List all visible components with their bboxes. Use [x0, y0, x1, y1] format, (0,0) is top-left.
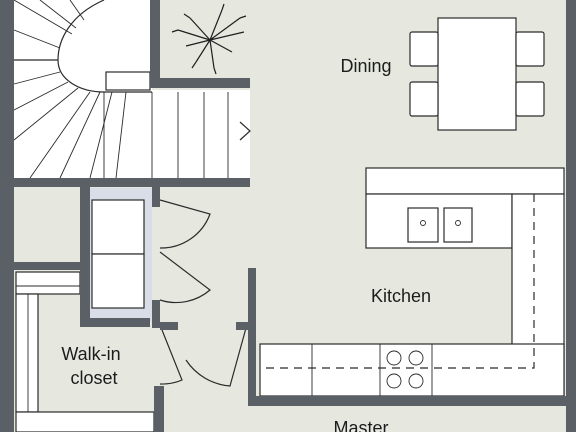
staircase — [13, 0, 251, 179]
room-label-walkin: Walk-in — [61, 344, 120, 364]
door — [159, 199, 247, 387]
chair — [515, 31, 545, 67]
room-label-closet: closet — [70, 368, 117, 388]
arrow-icon — [239, 121, 251, 141]
chair — [409, 81, 439, 117]
chair — [515, 81, 545, 117]
sink-icon — [407, 207, 473, 243]
dining-table — [409, 17, 545, 131]
kitchen-counter — [259, 167, 565, 397]
chair — [409, 31, 439, 67]
room-label-dining: Dining — [340, 56, 391, 76]
stove-icon — [386, 350, 424, 389]
closet-shelves — [15, 271, 155, 432]
plant-icon — [171, 3, 247, 75]
room-label-master: Master — [333, 418, 388, 432]
room-label-kitchen: Kitchen — [371, 286, 431, 306]
closet-storage — [90, 188, 152, 322]
